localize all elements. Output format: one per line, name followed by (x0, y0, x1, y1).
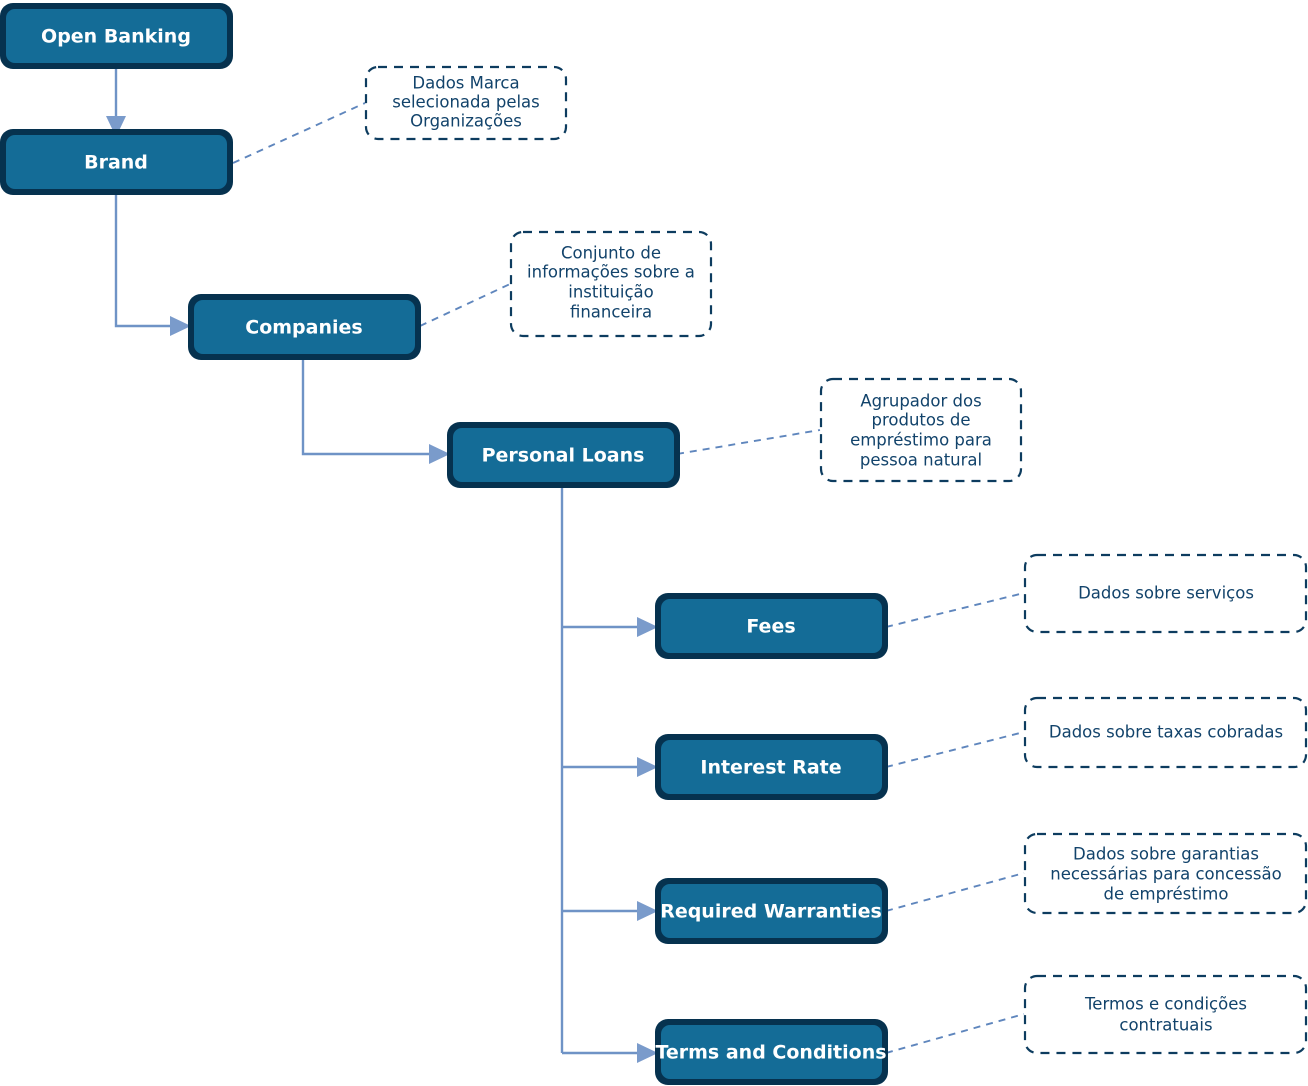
node-brand[interactable]: Brand (0, 129, 233, 195)
note-companies-line-2: informações sobre a (527, 263, 695, 282)
arrowhead-brand (106, 116, 126, 137)
node-fees-fill (661, 599, 882, 653)
node-open-banking-fill (6, 9, 227, 63)
note-companies-line-3: instituição (568, 283, 653, 302)
note-fees-line-1: Dados sobre serviços (1078, 584, 1254, 603)
leader-required-warranties-note (885, 872, 1025, 912)
note-companies-line-1: Conjunto de (561, 244, 661, 263)
node-terms-and-conditions-label: Terms and Conditions (655, 1042, 886, 1064)
note-box-brand (364, 65, 568, 141)
leader-personal-loans-note (676, 429, 821, 455)
node-companies-fill (194, 300, 415, 354)
leader-terms-and-conditions-note (885, 1013, 1025, 1054)
note-personal-loans-line-2: produtos de (872, 411, 971, 430)
node-personal-loans-fill (453, 428, 674, 482)
note-box-required-warranties (1023, 832, 1308, 915)
node-interest-rate-fill (661, 740, 882, 794)
note-terms-and-conditions-line-2: contratuais (1119, 1016, 1212, 1035)
node-brand-fill (6, 135, 227, 189)
note-companies: Conjunto de informações sobre a institui… (509, 230, 713, 338)
note-open-banking-brand: Dados Marca selecionada pelas Organizaçõ… (364, 65, 568, 141)
leader-fees-note (885, 592, 1025, 628)
arrowhead-required-warranties (637, 901, 658, 921)
arrowhead-personal-loans (429, 444, 450, 464)
node-required-warranties-fill (661, 884, 882, 938)
leader-brand-note (232, 102, 366, 164)
note-brand-line-1: Dados Marca (412, 74, 519, 93)
edge-companies-to-personal-loans (301, 357, 437, 456)
note-companies-line-4: financeira (570, 303, 652, 322)
note-required-warranties-line-2: necessárias para concessão (1050, 865, 1281, 884)
node-brand-label: Brand (84, 152, 148, 174)
node-companies[interactable]: Companies (188, 294, 421, 360)
node-required-warranties[interactable]: Required Warranties (655, 878, 888, 944)
note-fees: Dados sobre serviços (1023, 553, 1308, 634)
note-personal-loans-line-4: pessoa natural (860, 451, 982, 470)
node-required-warranties-label: Required Warranties (660, 901, 882, 923)
note-box-fees (1023, 553, 1308, 634)
node-interest-rate[interactable]: Interest Rate (655, 734, 888, 800)
edge-brand-to-companies (114, 193, 178, 328)
leader-interest-rate-note (885, 731, 1025, 768)
note-terms-and-conditions: Termos e condições contratuais (1023, 974, 1308, 1055)
arrowhead-terms-and-conditions (637, 1043, 658, 1063)
note-required-warranties-line-1: Dados sobre garantias (1073, 845, 1259, 864)
node-open-banking-label: Open Banking (41, 26, 191, 48)
note-box-interest-rate (1023, 696, 1308, 769)
note-brand-line-2: selecionada pelas (392, 93, 540, 112)
note-personal-loans-line-3: empréstimo para (850, 431, 992, 450)
node-terms-and-conditions[interactable]: Terms and Conditions (655, 1019, 888, 1085)
note-brand-line-3: Organizações (410, 112, 522, 131)
node-fees[interactable]: Fees (655, 593, 888, 659)
leader-group (232, 102, 1025, 1054)
note-box-companies (509, 230, 713, 338)
node-terms-and-conditions-fill (661, 1025, 882, 1079)
note-personal-loans: Agrupador dos produtos de empréstimo par… (819, 377, 1023, 483)
note-required-warranties: Dados sobre garantias necessárias para c… (1023, 832, 1308, 915)
node-open-banking[interactable]: Open Banking (0, 3, 233, 69)
note-interest-rate-line-1: Dados sobre taxas cobradas (1049, 723, 1283, 742)
note-box-terms-and-conditions (1023, 974, 1308, 1055)
node-interest-rate-label: Interest Rate (700, 757, 841, 779)
node-personal-loans-label: Personal Loans (482, 445, 645, 467)
note-terms-and-conditions-line-1: Termos e condições (1084, 995, 1247, 1014)
connector-group (106, 68, 658, 1063)
note-personal-loans-line-1: Agrupador dos (860, 392, 981, 411)
arrowhead-fees (637, 617, 658, 637)
note-interest-rate: Dados sobre taxas cobradas (1023, 696, 1308, 769)
arrowhead-companies (170, 316, 191, 336)
note-required-warranties-line-3: de empréstimo (1104, 885, 1229, 904)
node-companies-label: Companies (245, 317, 362, 339)
node-fees-label: Fees (746, 616, 795, 638)
node-personal-loans[interactable]: Personal Loans (447, 422, 680, 488)
leader-companies-note (419, 283, 511, 327)
note-box-personal-loans (819, 377, 1023, 483)
arrowhead-interest-rate (637, 757, 658, 777)
